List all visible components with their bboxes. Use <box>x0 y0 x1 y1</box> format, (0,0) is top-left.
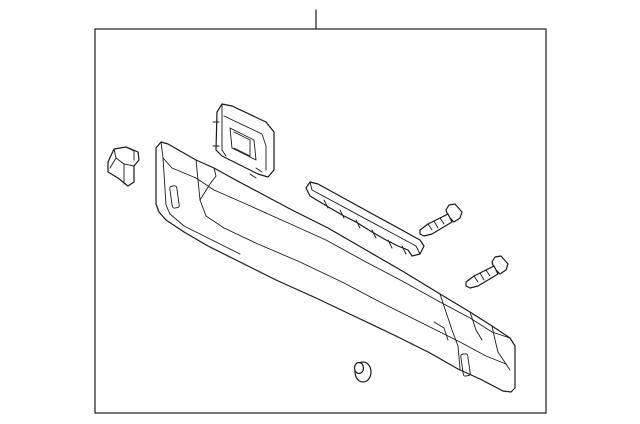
absorber-strip[interactable] <box>305 181 425 257</box>
diagram-frame <box>94 28 547 414</box>
bumper-reinforcement-bar[interactable] <box>155 141 516 393</box>
mounting-plate[interactable] <box>212 103 275 179</box>
end-cap-bracket[interactable] <box>107 146 140 187</box>
grommet[interactable] <box>353 361 372 383</box>
lower-bolt[interactable] <box>465 255 509 289</box>
upper-bolt[interactable] <box>419 203 463 237</box>
